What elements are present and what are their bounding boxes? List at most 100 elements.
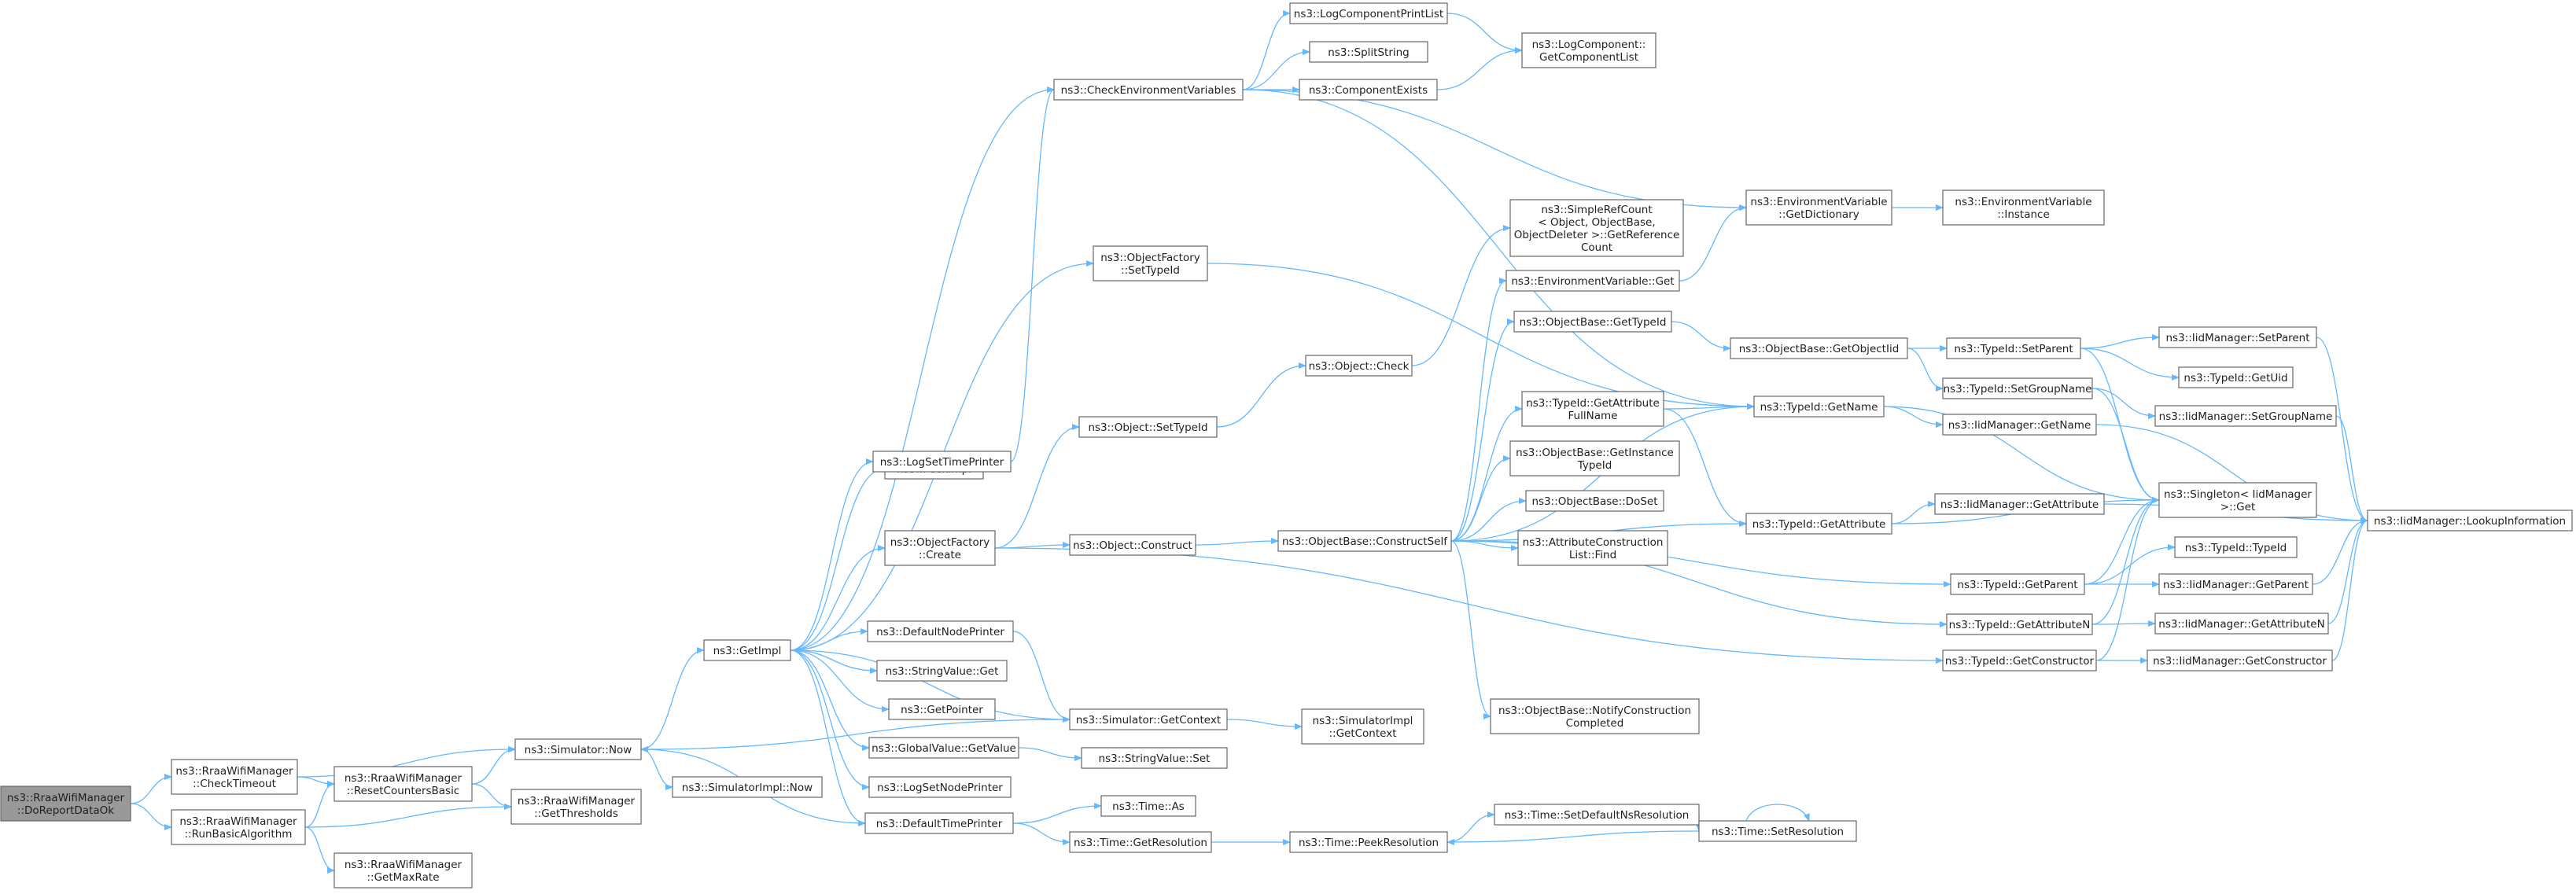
node-sim-impl-get-context[interactable]: ns3::SimulatorImpl::GetContext	[1301, 708, 1424, 745]
node-get-pointer[interactable]: ns3::GetPointer	[888, 698, 996, 720]
node-log-set-time-printer[interactable]: ns3::LogSetTimePrinter	[872, 451, 1012, 473]
edge-type-id-set-parent-to-iid-set-parent	[2080, 334, 2160, 349]
node-obj-base-notify-construction[interactable]: ns3::ObjectBase::NotifyConstructionCompl…	[1490, 698, 1700, 734]
node-label-line: ns3::AttributeConstruction	[1523, 536, 1664, 549]
node-type-id-get-constructor[interactable]: ns3::TypeId::GetConstructor	[1942, 649, 2097, 671]
node-default-node-printer[interactable]: ns3::DefaultNodePrinter	[867, 620, 1014, 642]
node-log-set-node-printer[interactable]: ns3::LogSetNodePrinter	[868, 776, 1012, 798]
node-of-create[interactable]: ns3::ObjectFactory::Create	[884, 530, 996, 566]
node-env-var-get[interactable]: ns3::EnvironmentVariable::Get	[1505, 270, 1680, 292]
node-time-peek-resolution[interactable]: ns3::Time::PeekResolution	[1289, 831, 1448, 853]
edge-get-impl-to-check-env	[790, 86, 1055, 651]
node-sim-impl-now[interactable]: ns3::SimulatorImpl::Now	[672, 776, 823, 798]
node-label-line: ns3::RraaWifiManager	[7, 792, 125, 804]
node-label-line: < Object, ObjectBase,	[1538, 216, 1655, 229]
node-label-line: ns3::ObjectBase::NotifyConstruction	[1498, 705, 1691, 717]
node-iid-set-parent[interactable]: ns3::IidManager::SetParent	[2158, 326, 2317, 348]
node-obj-base-get-type-id[interactable]: ns3::ObjectBase::GetTypeId	[1513, 311, 1672, 333]
node-label-line: ns3::RraaWifiManager	[345, 859, 463, 871]
node-iid-get-parent[interactable]: ns3::IidManager::GetParent	[2158, 573, 2313, 595]
edge-root-to-check-timeout	[130, 774, 172, 804]
node-obj-base-get-object-iid[interactable]: ns3::ObjectBase::GetObjectIid	[1730, 337, 1908, 359]
node-label-line: ns3::Time::SetDefaultNsResolution	[1505, 809, 1690, 822]
node-box	[1730, 337, 1908, 359]
node-root[interactable]: ns3::RraaWifiManager::DoReportDataOk	[0, 785, 131, 822]
node-box	[1069, 831, 1212, 853]
node-time-set-resolution[interactable]: ns3::Time::SetResolution	[1698, 820, 1857, 842]
edge-get-impl-to-peek-impl	[790, 465, 886, 651]
node-type-id-get-parent[interactable]: ns3::TypeId::GetParent	[1950, 573, 2085, 595]
node-iid-get-attribute-n[interactable]: ns3::IidManager::GetAttributeN	[2154, 613, 2329, 635]
node-box	[2154, 405, 2337, 427]
node-iid-set-group-name[interactable]: ns3::IidManager::SetGroupName	[2154, 405, 2337, 427]
node-type-id-set-parent[interactable]: ns3::TypeId::SetParent	[1946, 337, 2081, 359]
node-box	[1698, 820, 1857, 842]
edge-check-env-to-split-string	[1242, 49, 1310, 90]
node-get-thresholds[interactable]: ns3::RraaWifiManager::GetThresholds	[510, 789, 642, 825]
node-object-set-type-id[interactable]: ns3::Object::SetTypeId	[1078, 416, 1218, 438]
edge-type-id-set-group-name-to-singleton-get	[2091, 388, 2160, 503]
edge-get-impl-to-string-value-get	[790, 649, 878, 674]
node-iid-lookup-information[interactable]: ns3::IidManager::LookupInformation	[2367, 510, 2573, 532]
node-singleton-get[interactable]: ns3::Singleton< IidManager>::Get	[2158, 482, 2317, 518]
node-iid-get-attribute[interactable]: ns3::IidManager::GetAttribute	[1934, 493, 2105, 515]
node-check-timeout[interactable]: ns3::RraaWifiManager::CheckTimeout	[171, 759, 298, 795]
node-box	[1081, 747, 1228, 769]
node-label-line: ::CheckTimeout	[193, 778, 276, 790]
node-sim-now[interactable]: ns3::Simulator::Now	[514, 738, 642, 760]
edge-type-id-get-attr-full-name-to-type-id-get-name	[1663, 403, 1755, 410]
node-label-line: ns3::Singleton< IidManager	[2164, 488, 2312, 501]
node-label-line: ::DoReportDataOk	[17, 804, 114, 817]
node-reset-counters[interactable]: ns3::RraaWifiManager::ResetCountersBasic	[334, 766, 473, 802]
edge-get-impl-to-get-pointer	[790, 649, 890, 712]
node-object-construct[interactable]: ns3::Object::Construct	[1069, 534, 1196, 556]
node-time-set-default-ns[interactable]: ns3::Time::SetDefaultNsResolution	[1494, 804, 1700, 826]
node-object-check[interactable]: ns3::Object::Check	[1305, 355, 1413, 377]
node-component-exists[interactable]: ns3::ComponentExists	[1299, 79, 1438, 101]
node-string-value-get[interactable]: ns3::StringValue::Get	[876, 660, 1008, 682]
node-type-id-get-uid[interactable]: ns3::TypeId::GetUid	[2178, 366, 2294, 388]
node-box	[1299, 79, 1438, 101]
edge-construct-self-to-obj-base-do-set	[1450, 498, 1527, 542]
node-time-get-resolution[interactable]: ns3::Time::GetResolution	[1069, 831, 1212, 853]
node-env-var-instance[interactable]: ns3::EnvironmentVariable::Instance	[1942, 189, 2105, 226]
node-get-impl[interactable]: ns3::GetImpl	[703, 639, 791, 661]
node-type-id-get-attribute[interactable]: ns3::TypeId::GetAttribute	[1745, 513, 1892, 535]
node-type-id-get-attribute-n[interactable]: ns3::TypeId::GetAttributeN	[1946, 613, 2093, 635]
node-iid-get-constructor[interactable]: ns3::IidManager::GetConstructor	[2147, 649, 2333, 671]
node-box	[510, 789, 642, 825]
node-log-comp-print-list[interactable]: ns3::LogComponentPrintList	[1289, 2, 1448, 24]
node-time-as[interactable]: ns3::Time::As	[1100, 795, 1196, 817]
node-obj-base-do-set[interactable]: ns3::ObjectBase::DoSet	[1525, 490, 1664, 512]
node-split-string[interactable]: ns3::SplitString	[1309, 41, 1428, 63]
node-get-max-rate[interactable]: ns3::RraaWifiManager::GetMaxRate	[334, 852, 473, 888]
node-run-basic[interactable]: ns3::RraaWifiManager::RunBasicAlgorithm	[171, 809, 306, 845]
node-label-line: ns3::TypeId::SetGroupName	[1943, 383, 2091, 395]
node-box	[868, 776, 1012, 798]
node-box	[2178, 366, 2294, 388]
node-default-time-printer[interactable]: ns3::DefaultTimePrinter	[864, 812, 1014, 834]
node-label-line: ns3::IidManager::GetAttributeN	[2158, 618, 2324, 631]
node-iid-get-name[interactable]: ns3::IidManager::GetName	[1942, 414, 2097, 436]
node-global-value-get[interactable]: ns3::GlobalValue::GetValue	[868, 737, 1019, 759]
node-simple-ref-count[interactable]: ns3::SimpleRefCount< Object, ObjectBase,…	[1509, 199, 1684, 257]
node-sim-get-context[interactable]: ns3::Simulator::GetContext	[1069, 708, 1228, 730]
edge-check-timeout-to-reset-counters	[297, 776, 335, 787]
node-box	[2147, 649, 2333, 671]
edge-iid-set-group-name-to-iid-lookup-information	[2335, 415, 2368, 524]
edge-of-create-to-type-id-get-constructor	[994, 547, 1944, 664]
node-label-line: ns3::ComponentExists	[1309, 84, 1428, 97]
node-label-line: ns3::RraaWifiManager	[179, 815, 297, 828]
node-get-component-list[interactable]: ns3::LogComponent::GetComponentList	[1521, 32, 1657, 68]
node-of-set-type-id[interactable]: ns3::ObjectFactory::SetTypeId	[1093, 245, 1208, 281]
node-check-env[interactable]: ns3::CheckEnvironmentVariables	[1053, 79, 1244, 101]
node-construct-self[interactable]: ns3::ObjectBase::ConstructSelf	[1277, 530, 1452, 552]
node-type-id-set-group-name[interactable]: ns3::TypeId::SetGroupName	[1942, 377, 2093, 399]
node-string-value-set[interactable]: ns3::StringValue::Set	[1081, 747, 1228, 769]
node-env-var-get-dictionary[interactable]: ns3::EnvironmentVariable::GetDictionary	[1745, 189, 1892, 226]
node-type-id-get-name[interactable]: ns3::TypeId::GetName	[1753, 395, 1885, 418]
node-type-id-type-id[interactable]: ns3::TypeId::TypeId	[2174, 536, 2298, 558]
